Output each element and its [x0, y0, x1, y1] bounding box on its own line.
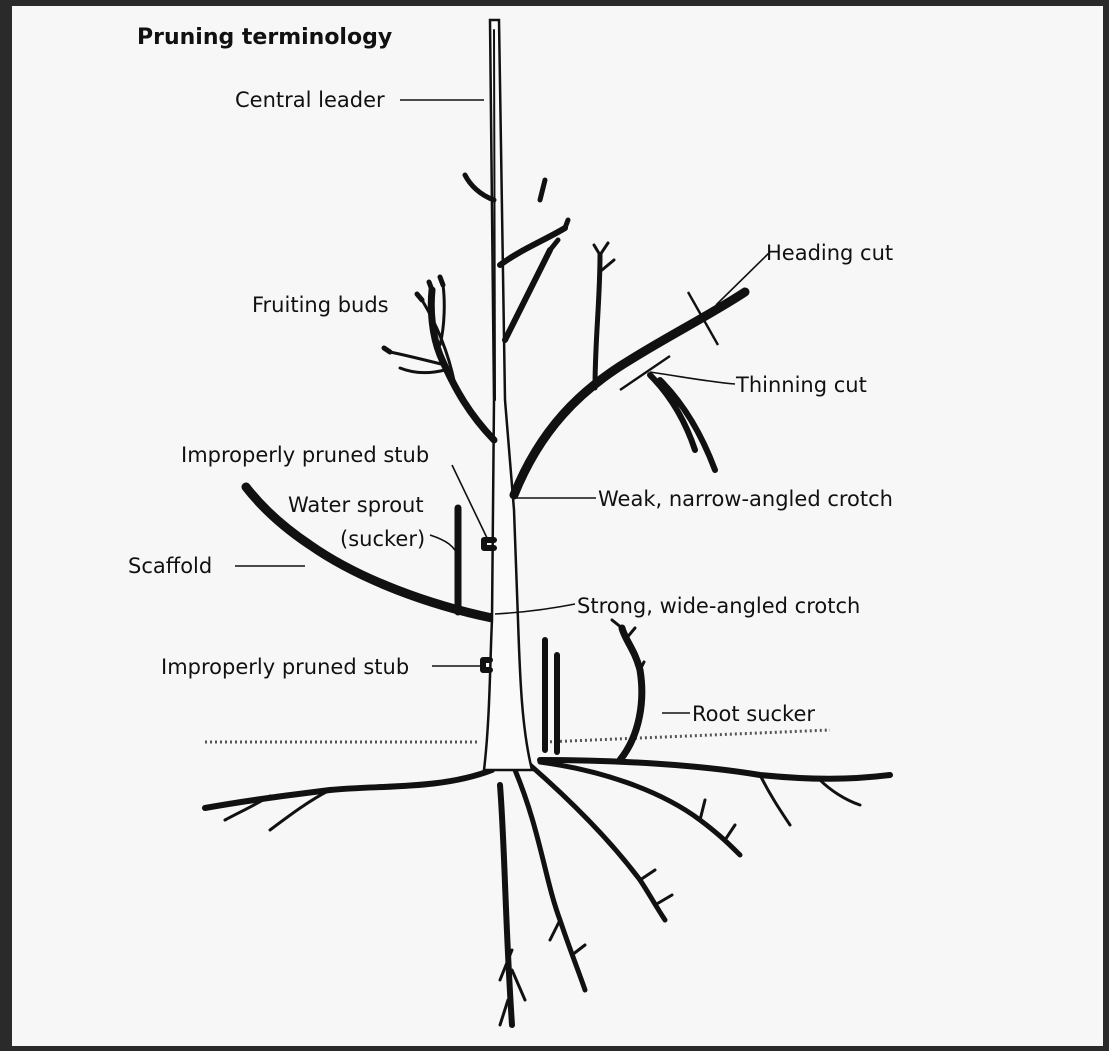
- diagram-title: Pruning terminology: [137, 25, 392, 50]
- label-water-sprout-line2: (sucker): [340, 527, 425, 551]
- label-improperly-pruned-stub-lower: Improperly pruned stub: [161, 655, 409, 679]
- label-water-sprout-line1: Water sprout: [288, 493, 424, 517]
- basal-sprouts: [545, 640, 557, 752]
- branch-to-fruiting-tip: [595, 255, 600, 388]
- label-fruiting-buds: Fruiting buds: [252, 293, 389, 317]
- central-leader: [494, 30, 495, 400]
- root-sucker: [620, 628, 642, 760]
- label-central-leader: Central leader: [235, 88, 385, 112]
- mid-branch-right: [505, 250, 550, 340]
- label-weak-crotch: Weak, narrow-angled crotch: [598, 487, 893, 511]
- label-heading-cut: Heading cut: [766, 241, 893, 265]
- lower-stub: [483, 660, 490, 670]
- fruiting-branch: [384, 175, 494, 440]
- root-system: [205, 760, 890, 1025]
- thinned-branch: [650, 375, 715, 470]
- label-thinning-cut: Thinning cut: [735, 373, 867, 397]
- label-root-sucker: Root sucker: [692, 702, 815, 726]
- label-improperly-pruned-stub-upper: Improperly pruned stub: [181, 443, 429, 467]
- label-scaffold: Scaffold: [128, 554, 212, 578]
- label-strong-crotch: Strong, wide-angled crotch: [577, 594, 860, 618]
